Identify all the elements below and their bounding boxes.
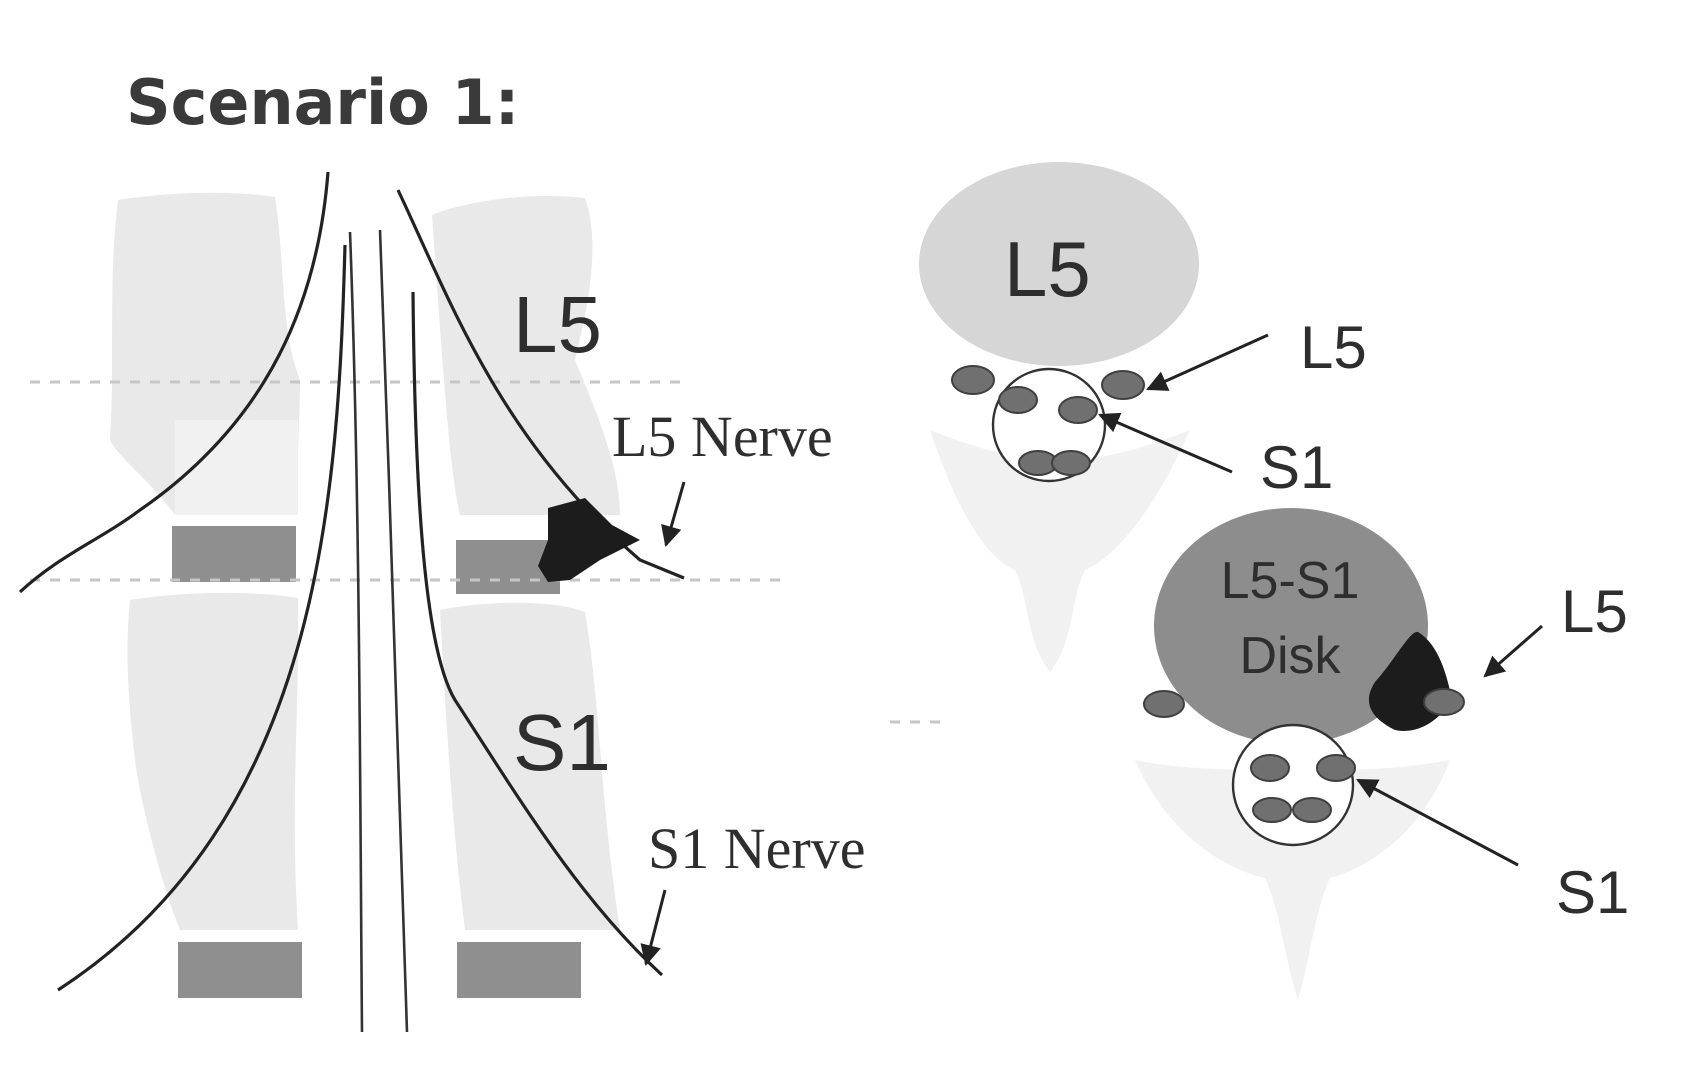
cauda-equina-2	[378, 229, 409, 1033]
posterior-elements-s1	[1135, 760, 1450, 1000]
axial-s1-arrow	[1098, 412, 1233, 474]
label-s1-vertebra: S1	[513, 698, 611, 787]
l5-nerve-arrow	[661, 481, 686, 548]
axial-view-l5: L5 L5 S1	[919, 162, 1367, 672]
l5-vertebral-body	[919, 162, 1199, 366]
label-disc-l5: L5	[1561, 578, 1628, 645]
sacral-root-d	[1292, 797, 1332, 823]
l5-root-compressed	[1423, 688, 1465, 716]
label-l5-nerve: L5 Nerve	[612, 404, 833, 469]
left-l5-pedicle	[175, 420, 298, 515]
cauda-equina-1	[348, 231, 364, 1033]
s1-root-a	[998, 386, 1038, 414]
posterior-elements-l5	[930, 430, 1190, 672]
l5-s1-disk	[1154, 508, 1428, 744]
label-disk-line2: Disk	[1239, 627, 1341, 685]
disc-l5-arrow	[1483, 624, 1543, 678]
l5-nerve-root-left	[951, 365, 995, 395]
label-l5-vertebra: L5	[513, 280, 602, 369]
axial-l5-arrow	[1146, 333, 1269, 391]
label-disc-s1: S1	[1556, 859, 1629, 926]
s1-root-b	[1058, 396, 1098, 424]
label-s1-nerve: S1 Nerve	[648, 816, 865, 881]
label-disk-line1: L5-S1	[1221, 552, 1360, 610]
l5-root-left-disc	[1143, 690, 1185, 718]
sacral-root-c	[1252, 797, 1292, 823]
left-sacral-disc	[178, 942, 302, 998]
s1-root-c	[1250, 754, 1290, 782]
label-axial-s1: S1	[1260, 434, 1333, 501]
right-s1-vertebra	[440, 602, 620, 930]
dural-sac-left-upper	[18, 171, 330, 594]
left-s1-vertebra	[127, 592, 299, 930]
label-axial-l5: L5	[1300, 314, 1367, 381]
sagittal-view: L5 S1 L5 Nerve S1 Nerve	[18, 171, 865, 1033]
l5-nerve-root-right	[1101, 370, 1145, 400]
axial-view-disc: L5-S1 Disk L5 S1	[890, 508, 1629, 1000]
s1-root-d	[1316, 754, 1356, 782]
right-sacral-disc	[457, 942, 581, 998]
label-l5-body: L5	[1004, 225, 1091, 313]
dural-sac-left-lower	[57, 244, 347, 992]
disc-s1-arrow	[1356, 778, 1519, 867]
right-l5-vertebra	[432, 195, 620, 515]
left-l5-s1-disc	[172, 526, 296, 582]
dural-sac-right-lower	[411, 291, 664, 977]
figure-title: Scenario 1:	[126, 66, 519, 139]
sacral-root-b	[1051, 450, 1091, 476]
thecal-sac-s1	[1231, 723, 1355, 847]
herniation-fragment-sagittal	[538, 498, 640, 582]
s1-nerve-arrow	[640, 889, 667, 967]
